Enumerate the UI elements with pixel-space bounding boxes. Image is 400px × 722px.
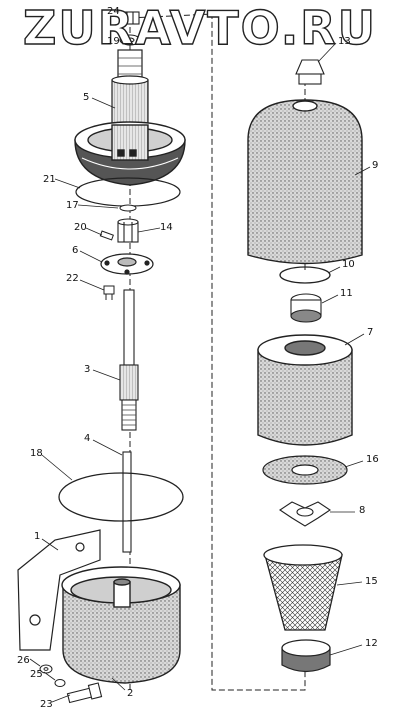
part-11-nozzle — [290, 293, 322, 323]
callout-23: 23 — [40, 699, 53, 710]
callout-19: 19 — [107, 36, 120, 47]
callout-25: 25 — [30, 669, 43, 680]
callout-26: 26 — [17, 655, 30, 666]
callout-15: 15 — [365, 576, 378, 587]
callout-18: 18 — [30, 448, 43, 459]
callout-9: 9 — [372, 160, 379, 171]
part-16-disc — [262, 455, 348, 485]
callout-12: 12 — [365, 638, 378, 649]
part-15-screen-filter — [263, 544, 343, 631]
callout-6: 6 — [72, 245, 79, 256]
callout-4: 4 — [84, 433, 91, 444]
callout-14: 14 — [160, 222, 173, 233]
part-9-cover — [247, 99, 363, 265]
callout-10: 10 — [342, 259, 355, 270]
callout-11: 11 — [340, 288, 353, 299]
callout-2: 2 — [127, 688, 134, 699]
callout-5: 5 — [83, 92, 90, 103]
part-2-housing — [61, 566, 181, 684]
part-18-o-ring — [58, 472, 184, 522]
part-5-rotor-shaft — [111, 49, 149, 126]
callout-22: 22 — [66, 273, 79, 284]
callout-8: 8 — [359, 505, 366, 516]
part-19-washer — [119, 34, 141, 46]
callout-3: 3 — [84, 364, 91, 375]
callout-1: 1 — [34, 531, 41, 542]
callout-13: 13 — [338, 36, 351, 47]
part-17-ring — [119, 204, 137, 212]
part-5-rotor-body — [74, 121, 186, 186]
part-22-screw — [103, 285, 115, 300]
callout-20: 20 — [74, 222, 87, 233]
part-10-ring — [279, 266, 331, 284]
callout-24: 24 — [107, 6, 120, 17]
part-4-tube — [122, 451, 132, 553]
part-20-pin — [99, 230, 114, 241]
part-7-rotor-cup — [257, 334, 353, 446]
callout-17: 17 — [66, 200, 79, 211]
part-14-bushing — [117, 218, 139, 243]
callout-16: 16 — [366, 454, 379, 465]
part-23-bolt — [66, 682, 103, 704]
part-1-bracket — [17, 529, 101, 651]
part-24-nut — [120, 11, 140, 25]
part-12-seal — [281, 639, 331, 673]
callout-7: 7 — [367, 327, 374, 338]
part-8-impeller — [279, 501, 331, 527]
part-6-flange — [100, 253, 154, 275]
part-3-axle — [119, 289, 139, 431]
site-watermark: ZURAVTO.RU — [22, 0, 377, 55]
callout-21: 21 — [43, 174, 56, 185]
part-13-cap-nut — [295, 59, 325, 85]
leader-lines — [29, 42, 371, 703]
part-25-washer — [54, 679, 66, 687]
